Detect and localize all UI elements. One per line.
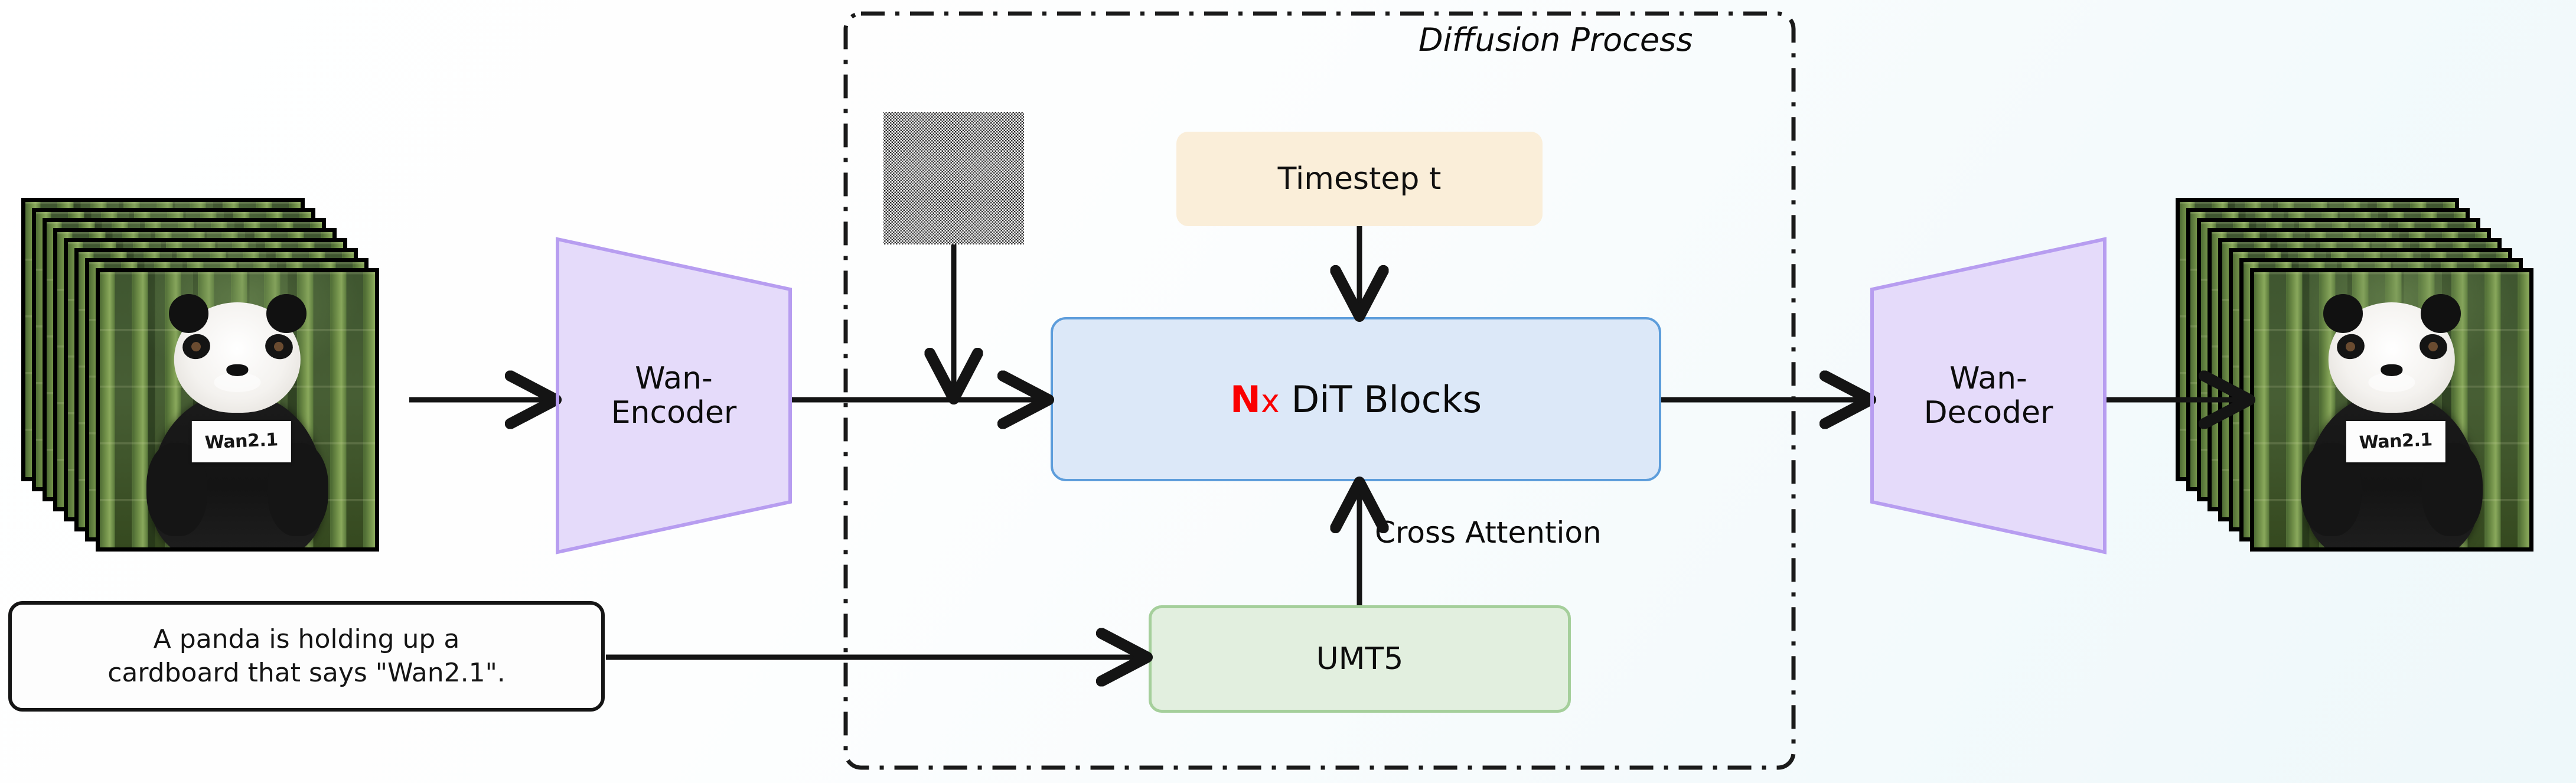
cardboard-sign-text: Wan2.1 (204, 429, 279, 454)
dit-blocks-label-row: Nx DiT Blocks (1230, 378, 1482, 421)
cardboard-sign: Wan2.1 (191, 420, 291, 462)
wan-decoder-block[interactable]: Wan- Decoder (1872, 239, 2105, 552)
wan-encoder-block[interactable]: Wan- Encoder (557, 239, 790, 552)
dit-blocks-block[interactable]: Nx DiT Blocks (1051, 317, 1661, 481)
umt5-label: UMT5 (1316, 641, 1404, 677)
prompt-text: A panda is holding up a cardboard that s… (107, 624, 506, 688)
gaussian-noise-patch (883, 112, 1024, 244)
cross-attention-label: Cross Attention (1375, 516, 1602, 550)
panda-ear-left (2323, 294, 2363, 333)
diffusion-process-label: Diffusion Process (1419, 21, 1693, 58)
wan-decoder-label: Wan- Decoder (1923, 360, 2053, 430)
panda-ear-right (2420, 294, 2461, 333)
timestep-label: Timestep t (1277, 161, 1442, 197)
input-video-frame-stack: Wan2.1 (21, 198, 411, 564)
dit-blocks-label: DiT Blocks (1291, 377, 1482, 421)
dit-n-symbol: N (1230, 377, 1261, 421)
dit-times-symbol: x (1260, 382, 1280, 420)
panda-nose (2381, 364, 2403, 376)
cardboard-sign-text: Wan2.1 (2359, 429, 2433, 454)
panda-ear-left (168, 294, 209, 333)
video-frame-front: Wan2.1 (96, 268, 379, 552)
output-video-frame-stack: Wan2.1 (2176, 198, 2565, 564)
umt5-text-encoder-block[interactable]: UMT5 (1149, 605, 1571, 713)
prompt-text-box[interactable]: A panda is holding up a cardboard that s… (8, 601, 605, 712)
wan-encoder-label: Wan- Encoder (611, 360, 737, 430)
timestep-block[interactable]: Timestep t (1176, 132, 1543, 226)
video-frame-front: Wan2.1 (2250, 268, 2533, 552)
panda-nose (226, 364, 249, 376)
cardboard-sign: Wan2.1 (2346, 420, 2445, 462)
panda-ear-right (266, 294, 306, 333)
